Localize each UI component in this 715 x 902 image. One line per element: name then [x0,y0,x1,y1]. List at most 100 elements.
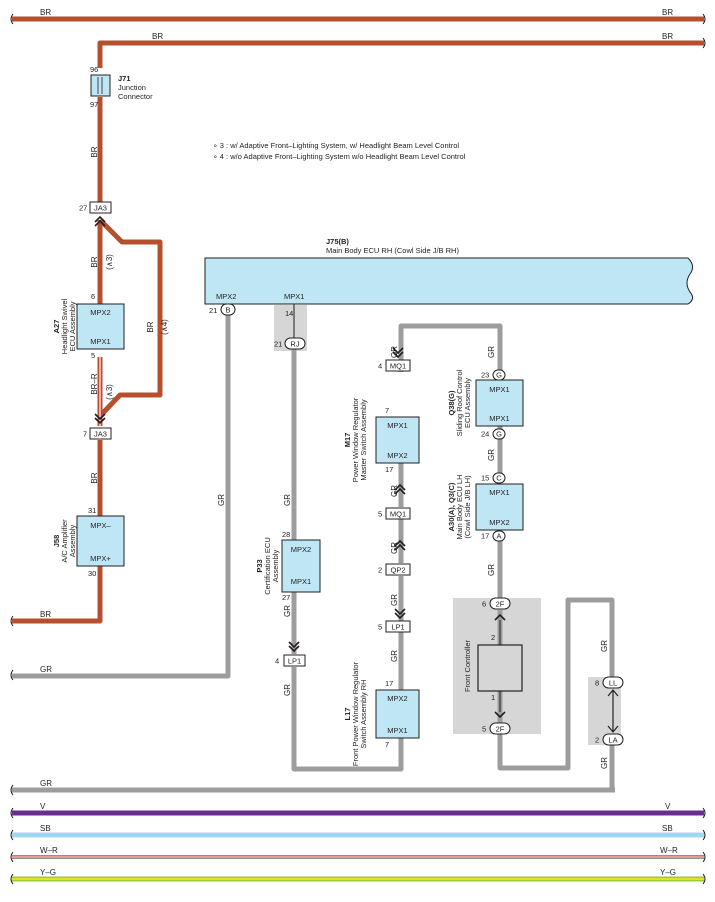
connector-la: LA 2 [595,733,624,746]
svg-text:LP1: LP1 [391,623,404,632]
svg-text:23: 23 [481,371,489,380]
l17-name-1: Front Power Window Regulator [351,661,360,766]
p33-certification-ecu: MPX2 MPX1 28 27 P33 Certification ECU As… [255,530,321,602]
note-3: ∘ 3 : w/ Adaptive Front–Lighting System,… [213,141,459,150]
j71-code: J71 [118,74,131,83]
j75-label-mpx2: MPX2 [216,292,236,301]
svg-text:JA3: JA3 [94,204,107,213]
wire-label-gr-p33-bottom: GR [283,605,292,617]
connector-mq1-top: MQ1 4 [378,347,411,372]
a27-name-2: ECU Assembly [68,301,77,351]
br-wires [12,16,704,624]
svg-text:C: C [496,474,502,483]
svg-text:MPX–: MPX– [90,521,111,530]
svg-text:2: 2 [378,566,382,575]
svg-text:21: 21 [274,340,282,349]
l17-front-power-window-switch-rh: MPX2 MPX1 17 7 L17 Front Power Window Re… [343,661,420,766]
j71-name-2: Connector [118,92,153,101]
svg-text:2F: 2F [496,725,505,734]
wire-label-gr-lp1-bottom: GR [283,684,292,696]
a30-main-body-ecu-lh: MPX1 MPX2 C 15 A 17 A30(A), Q3(C) Main B… [447,472,524,542]
svg-text:4: 4 [275,657,279,666]
wire-label-br-left-bottom: BR [40,610,51,619]
m17-name-2: Master Switch Assembly [359,399,368,481]
wire-label-gr-lp1-right: GR [390,650,399,662]
wire-label-gr-qp2-top: GR [390,542,399,554]
a27-name-1: Headlight Swivel [60,298,69,354]
svg-text:A: A [496,532,501,541]
wire-label-gr-mpx2: GR [217,494,226,506]
svg-text:G: G [496,430,502,439]
bottom-bus [12,810,704,882]
svg-text:MPX+: MPX+ [90,554,111,563]
svg-text:LA: LA [608,736,617,745]
j71-junction-connector: 96 97 J71 Junction Connector [90,65,153,109]
svg-text:2: 2 [491,633,495,642]
svg-text:15: 15 [481,474,489,483]
wire-label-sb-left: SB [40,824,51,833]
svg-text:17: 17 [385,679,393,688]
wire-label-br-v4: BR [90,472,99,483]
wire-label-gr-p33-top: GR [283,494,292,506]
j58-name-2: Assembly [68,524,77,557]
wire-label-gr-qp2-bottom: GR [390,594,399,606]
wire-label-gr-q38-top: GR [487,346,496,358]
svg-text:MPX1: MPX1 [387,726,407,735]
notes: ∘ 3 : w/ Adaptive Front–Lighting System,… [213,141,466,161]
connector-mq1-bottom: MQ1 5 [378,483,411,520]
connector-2f-bottom: 2F 5 [482,711,511,735]
m17-power-window-master-switch: MPX1 MPX2 7 17 M17 Power Window Regulato… [343,397,420,482]
svg-text:7: 7 [83,430,87,439]
j75-pin-mpx1: 14 [285,309,293,318]
wire-label-br-top-right: BR [662,8,673,17]
wire-label-gr-bus: GR [40,779,52,788]
m17-code: M17 [343,433,352,448]
connector-ja3-top: JA3 27 [79,201,112,227]
wire-label-gr-q38-bottom: GR [487,449,496,461]
front-controller-name: Front Controller [463,639,472,692]
front-controller: 2 1 Front Controller [463,620,523,712]
wire-label-cond3-top: (∧3) [105,254,114,270]
ll-la-link [607,689,619,733]
connector-rj: RJ 21 [274,337,306,350]
q38-sliding-roof-control-ecu: MPX1 MPX1 G 23 G 24 Q38(G) Sliding Roof … [447,369,524,440]
q38-name-2: ECU Assembly [463,378,472,428]
connector-lp1-left: LP1 4 [275,641,306,667]
wire-label-gr-right-top: GR [600,640,609,652]
svg-text:8: 8 [595,679,599,688]
a30-code: A30(A), Q3(C) [447,482,456,531]
wire-label-br-top-left: BR [40,8,51,17]
wire-label-yg-right: Y–G [660,868,676,877]
m17-name-1: Power Window Regulator [351,397,360,482]
gr-wires [12,314,615,793]
svg-text:28: 28 [282,530,290,539]
svg-text:1: 1 [491,693,495,702]
svg-text:RJ: RJ [290,340,299,349]
j75-pin-b: 21 [209,306,217,315]
svg-text:MPX2: MPX2 [90,308,110,317]
svg-text:31: 31 [88,506,96,515]
connector-ja3-bottom: JA3 7 [83,413,112,440]
p33-name-1: Certification ECU [263,537,272,595]
a30-name-1: Main Body ECU LH [455,474,464,539]
wire-label-gr-right-bottom: GR [600,757,609,769]
connector-ll: LL 8 [595,676,624,689]
svg-text:G: G [496,371,502,380]
wire-label-v-right: V [665,802,671,811]
svg-text:QP2: QP2 [390,566,405,575]
svg-text:LL: LL [609,679,617,688]
j75-code: J75(B) [326,237,349,246]
p33-name-2: Assembly [271,549,280,582]
svg-text:5: 5 [91,351,95,360]
q38-code: Q38(G) [447,390,456,416]
svg-text:5: 5 [378,623,382,632]
svg-text:MPX2: MPX2 [291,545,311,554]
wire-label-wr-right: W–R [660,846,678,855]
j75-name: Main Body ECU RH (Cowl Side J/B RH) [326,246,459,255]
wire-label-sb-right: SB [662,824,673,833]
svg-text:30: 30 [88,569,96,578]
j75-main-body-ecu-rh: J75(B) Main Body ECU RH (Cowl Side J/B R… [204,237,694,339]
svg-text:27: 27 [282,593,290,602]
svg-text:MPX1: MPX1 [489,488,509,497]
